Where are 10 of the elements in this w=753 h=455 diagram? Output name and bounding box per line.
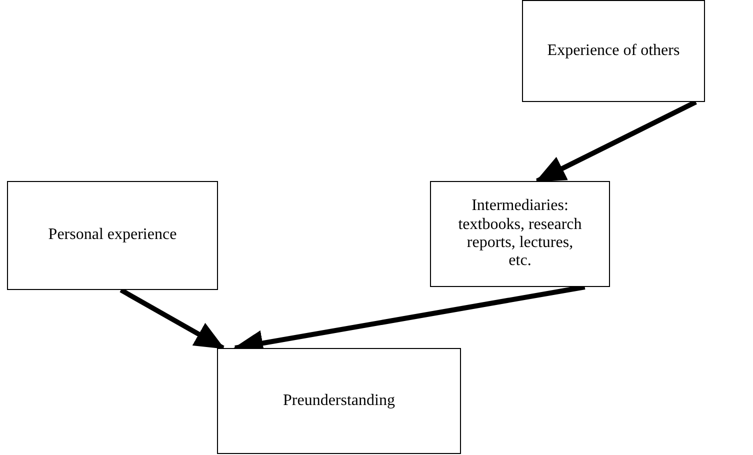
box-label: Intermediaries: textbooks, research reports, lectures, etc. — [457, 197, 583, 271]
text-box — [430, 181, 610, 287]
box-label: Preunderstanding — [283, 392, 395, 410]
text-box — [217, 348, 461, 454]
text-box — [7, 181, 218, 290]
arrow — [535, 100, 697, 184]
arrow — [120, 288, 225, 350]
text-box — [522, 0, 705, 102]
box-label: Experience of others — [547, 42, 680, 60]
box-label: Personal experience — [48, 226, 177, 245]
